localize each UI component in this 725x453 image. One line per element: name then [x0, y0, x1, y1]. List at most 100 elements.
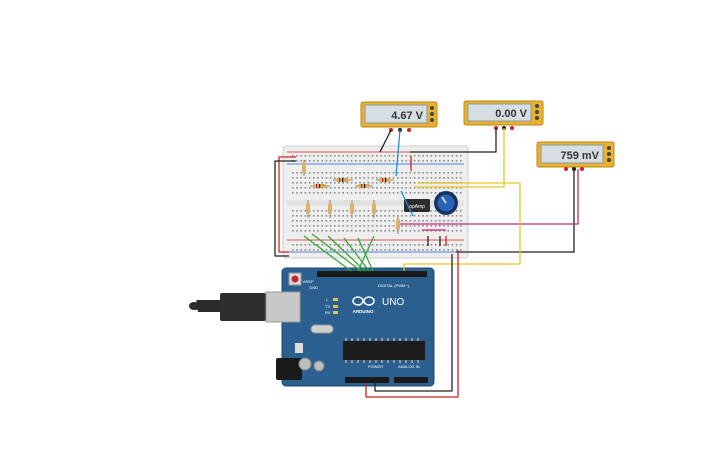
breadboard-hole[interactable] — [434, 155, 437, 157]
breadboard-hole[interactable] — [346, 230, 349, 232]
breadboard-hole[interactable] — [334, 249, 336, 251]
breadboard-hole[interactable] — [308, 177, 311, 179]
breadboard-hole[interactable] — [439, 172, 441, 174]
breadboard-hole[interactable] — [384, 215, 386, 217]
breadboard-hole[interactable] — [405, 230, 407, 232]
breadboard-hole[interactable] — [308, 244, 311, 246]
breadboard-hole[interactable] — [338, 225, 340, 227]
breadboard-hole[interactable] — [439, 177, 441, 179]
breadboard-hole[interactable] — [392, 225, 395, 227]
breadboard-hole[interactable] — [371, 182, 374, 184]
breadboard-hole[interactable] — [325, 187, 328, 189]
breadboard-hole[interactable] — [296, 210, 298, 212]
breadboard-hole[interactable] — [392, 215, 395, 217]
breadboard-hole[interactable] — [334, 160, 336, 162]
breadboard-hole[interactable] — [443, 155, 445, 157]
breadboard-hole[interactable] — [329, 160, 332, 162]
breadboard-hole[interactable] — [313, 249, 315, 251]
breadboard-hole[interactable] — [292, 225, 294, 227]
breadboard-hole[interactable] — [409, 215, 412, 217]
breadboard-hole[interactable] — [430, 244, 433, 246]
breadboard-hole[interactable] — [346, 177, 349, 179]
breadboard-hole[interactable] — [418, 249, 420, 251]
breadboard-hole[interactable] — [363, 172, 365, 174]
breadboard-hole[interactable] — [313, 160, 315, 162]
breadboard-hole[interactable] — [430, 230, 433, 232]
breadboard-hole[interactable] — [346, 187, 349, 189]
breadboard-hole[interactable] — [325, 172, 328, 174]
breadboard-hole[interactable] — [426, 244, 428, 246]
breadboard-hole[interactable] — [405, 172, 407, 174]
breadboard-hole[interactable] — [388, 225, 391, 227]
breadboard-hole[interactable] — [304, 172, 307, 174]
breadboard-hole[interactable] — [308, 249, 311, 251]
multimeter-2[interactable]: 0.00 V — [463, 100, 544, 130]
breadboard-hole[interactable] — [334, 172, 336, 174]
breadboard-hole[interactable] — [392, 155, 395, 157]
breadboard-hole[interactable] — [359, 172, 361, 174]
breadboard-hole[interactable] — [409, 155, 412, 157]
breadboard-hole[interactable] — [367, 155, 370, 157]
breadboard-hole[interactable] — [359, 160, 361, 162]
breadboard-hole[interactable] — [418, 215, 420, 217]
breadboard-hole[interactable] — [334, 187, 336, 189]
breadboard-hole[interactable] — [422, 155, 424, 157]
wire-magenta[interactable] — [400, 169, 579, 225]
breadboard-hole[interactable] — [363, 244, 365, 246]
breadboard-hole[interactable] — [380, 182, 382, 184]
breadboard-hole[interactable] — [350, 155, 353, 157]
breadboard-hole[interactable] — [451, 192, 454, 194]
breadboard-hole[interactable] — [380, 172, 382, 174]
breadboard-hole[interactable] — [460, 215, 462, 217]
breadboard-hole[interactable] — [367, 210, 370, 212]
breadboard-hole[interactable] — [371, 172, 374, 174]
breadboard-hole[interactable] — [342, 182, 344, 184]
breadboard-hole[interactable] — [455, 220, 458, 222]
breadboard-hole[interactable] — [325, 215, 328, 217]
breadboard-hole[interactable] — [355, 249, 357, 251]
breadboard-hole[interactable] — [317, 230, 319, 232]
breadboard-hole[interactable] — [455, 215, 458, 217]
breadboard-hole[interactable] — [409, 177, 412, 179]
breadboard-hole[interactable] — [338, 249, 340, 251]
breadboard-hole[interactable] — [430, 220, 433, 222]
breadboard-hole[interactable] — [384, 160, 386, 162]
breadboard-hole[interactable] — [384, 192, 386, 194]
breadboard-hole[interactable] — [447, 187, 449, 189]
breadboard-hole[interactable] — [418, 187, 420, 189]
breadboard-hole[interactable] — [371, 187, 374, 189]
breadboard-hole[interactable] — [367, 220, 370, 222]
breadboard-hole[interactable] — [388, 187, 391, 189]
breadboard-hole[interactable] — [447, 230, 449, 232]
breadboard-hole[interactable] — [334, 220, 336, 222]
breadboard-hole[interactable] — [300, 172, 302, 174]
breadboard-hole[interactable] — [308, 215, 311, 217]
breadboard-hole[interactable] — [325, 230, 328, 232]
breadboard-hole[interactable] — [422, 225, 424, 227]
breadboard-hole[interactable] — [317, 192, 319, 194]
breadboard-hole[interactable] — [296, 225, 298, 227]
breadboard-hole[interactable] — [363, 155, 365, 157]
breadboard-hole[interactable] — [367, 225, 370, 227]
breadboard-hole[interactable] — [346, 249, 349, 251]
breadboard-hole[interactable] — [413, 230, 416, 232]
breadboard-hole[interactable] — [363, 210, 365, 212]
breadboard-hole[interactable] — [401, 230, 403, 232]
breadboard-hole[interactable] — [401, 182, 403, 184]
wire-black[interactable] — [274, 160, 296, 257]
breadboard-hole[interactable] — [443, 187, 445, 189]
breadboard-hole[interactable] — [304, 225, 307, 227]
breadboard-hole[interactable] — [392, 210, 395, 212]
breadboard-hole[interactable] — [342, 172, 344, 174]
breadboard-hole[interactable] — [447, 220, 449, 222]
breadboard-hole[interactable] — [401, 187, 403, 189]
breadboard-hole[interactable] — [334, 210, 336, 212]
breadboard-hole[interactable] — [405, 215, 407, 217]
breadboard-hole[interactable] — [422, 172, 424, 174]
breadboard-hole[interactable] — [430, 177, 433, 179]
breadboard-hole[interactable] — [308, 160, 311, 162]
breadboard-hole[interactable] — [321, 172, 323, 174]
breadboard-hole[interactable] — [401, 249, 403, 251]
breadboard-hole[interactable] — [455, 187, 458, 189]
breadboard-hole[interactable] — [455, 249, 458, 251]
